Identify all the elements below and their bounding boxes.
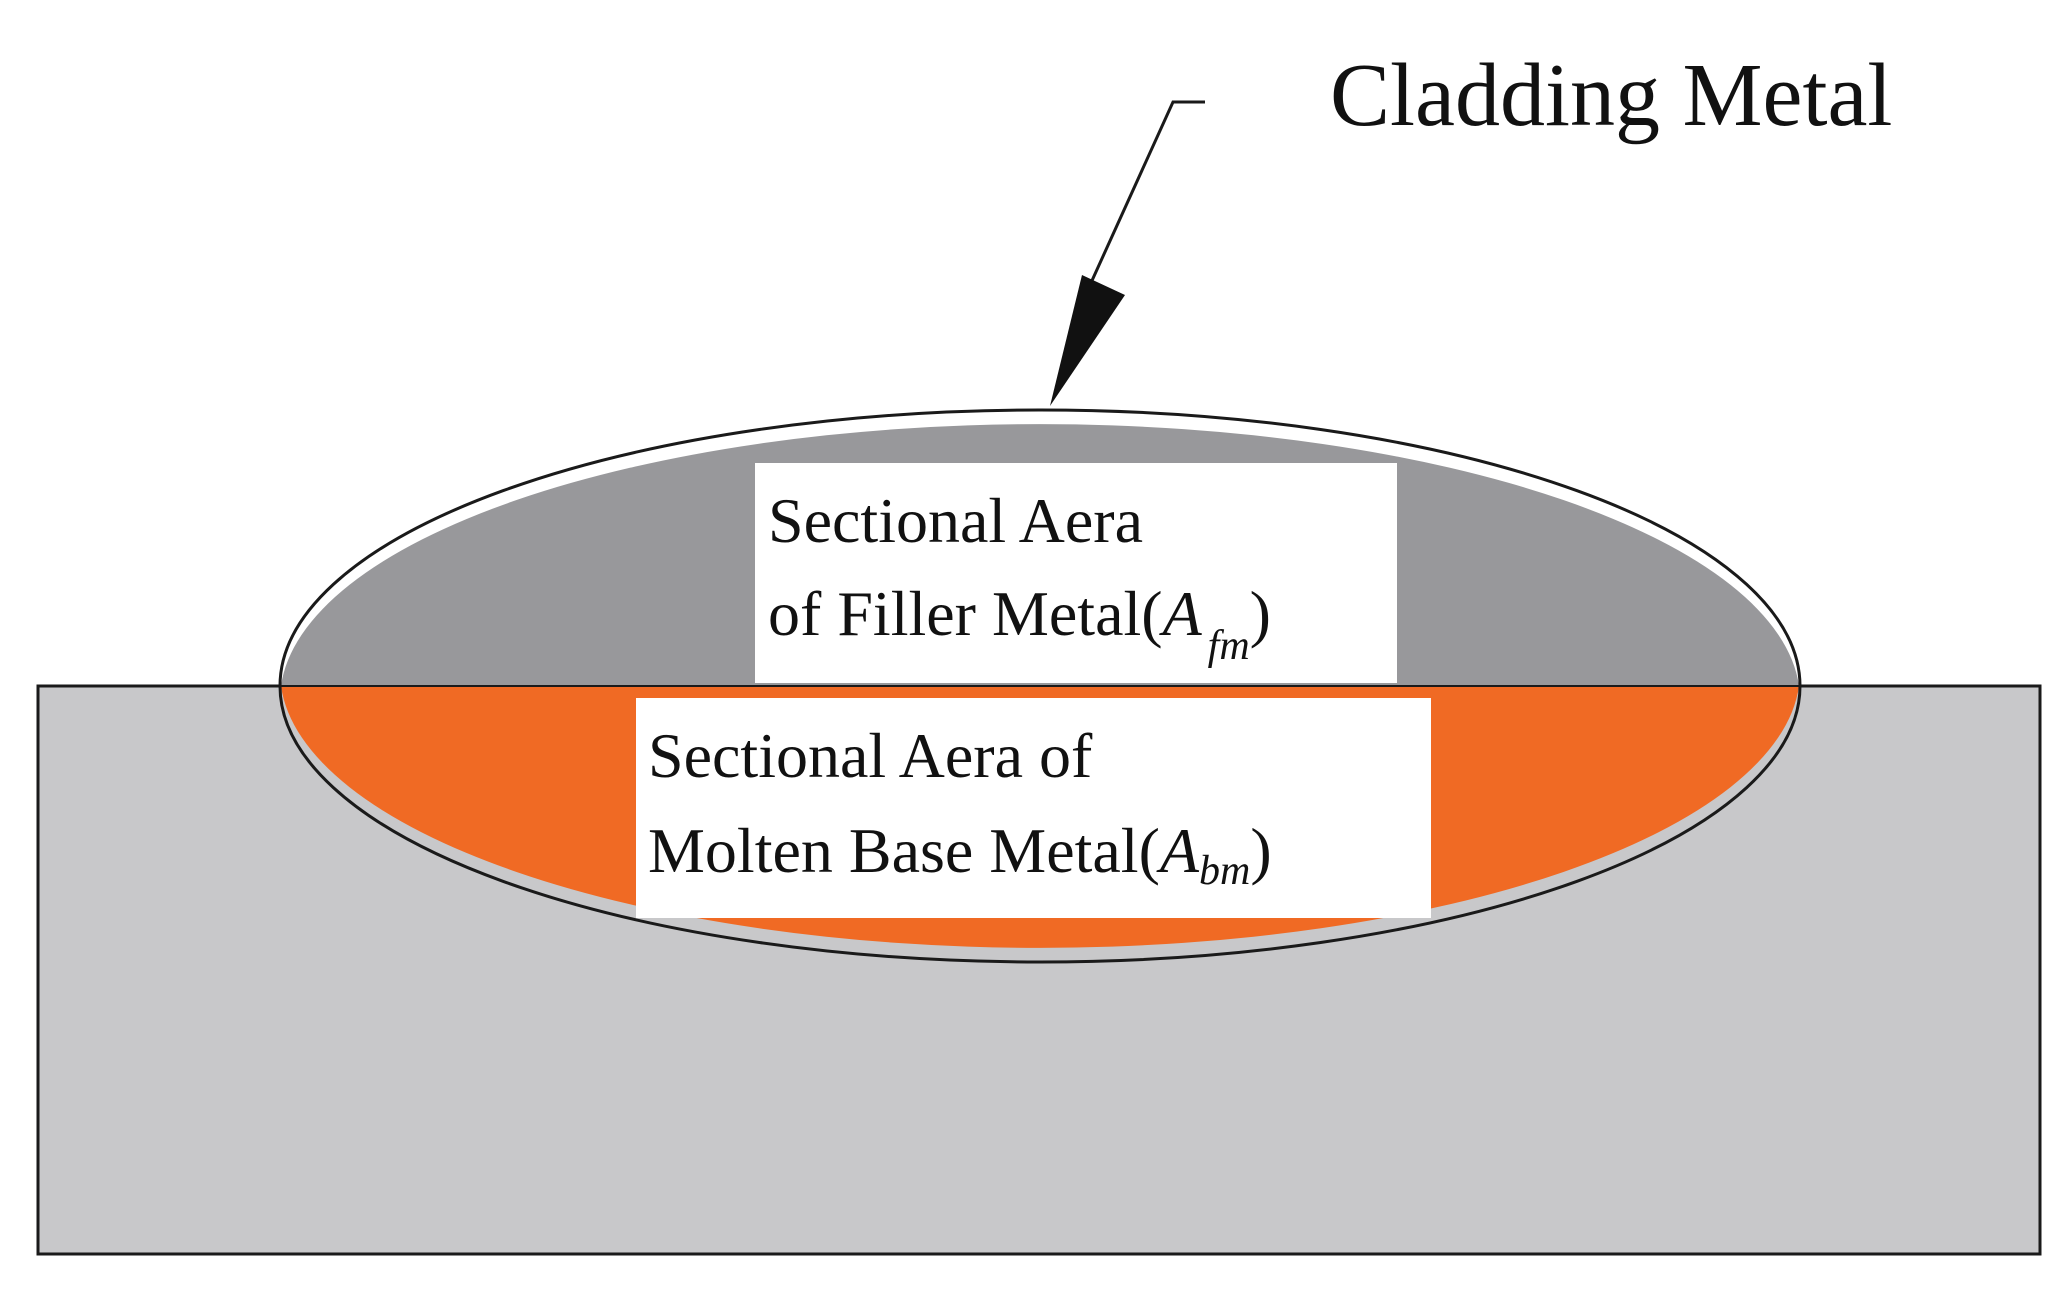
callout-leader-line bbox=[1088, 100, 1205, 286]
filler-label-box bbox=[755, 463, 1397, 683]
base-label-line2: Molten Base Metal(Abm) bbox=[648, 815, 1272, 894]
base-label-prefix: Molten Base Metal( bbox=[648, 815, 1160, 886]
callout-arrow-head bbox=[1050, 275, 1125, 406]
filler-label-prefix: of Filler Metal( bbox=[768, 578, 1163, 649]
base-area-subscript: bm bbox=[1199, 848, 1250, 894]
base-label-box bbox=[636, 698, 1431, 918]
filler-area-subscript: fm bbox=[1208, 623, 1250, 669]
cladding-metal-label: Cladding Metal bbox=[1330, 46, 1892, 145]
base-area-symbol: A bbox=[1156, 815, 1200, 886]
filler-label-line1: Sectional Aera bbox=[768, 485, 1143, 556]
base-label-line1: Sectional Aera of bbox=[648, 720, 1093, 791]
filler-area-symbol: A bbox=[1159, 578, 1203, 649]
base-label-suffix: ) bbox=[1250, 815, 1271, 886]
bead-outline bbox=[278, 408, 1802, 964]
filler-label-suffix: ) bbox=[1250, 578, 1271, 649]
